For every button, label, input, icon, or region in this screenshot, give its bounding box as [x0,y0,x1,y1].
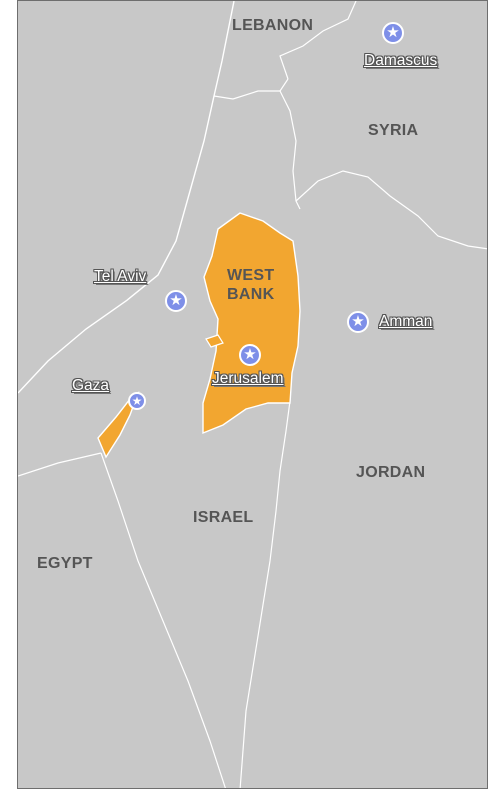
city-link-tel-aviv[interactable]: Tel Aviv [94,268,147,285]
border-syria-jordan [295,170,487,250]
border-lebanon-syria [279,1,357,80]
country-label-egypt: EGYPT [37,555,93,572]
damascus-star-icon[interactable]: ★ [382,22,404,44]
map-frame: LEBANON SYRIA WEST BANK JORDAN ISRAEL EG… [17,0,488,789]
city-link-gaza[interactable]: Gaza [72,377,110,394]
map-canvas[interactable] [18,1,488,789]
border-golan [279,90,301,210]
country-label-jordan: JORDAN [356,464,426,481]
country-label-west-bank: WEST BANK [227,267,275,303]
country-label-lebanon: LEBANON [232,17,314,34]
west-bank-shape [202,212,301,435]
city-link-damascus[interactable]: Damascus [364,52,438,69]
gaza-star-icon[interactable]: ★ [128,392,146,410]
tel-aviv-star-icon[interactable]: ★ [165,290,187,312]
country-label-syria: SYRIA [368,122,419,139]
city-link-amman[interactable]: Amman [379,313,433,330]
egypt-coast [18,452,102,477]
country-label-israel: ISRAEL [193,509,254,526]
amman-star-icon[interactable]: ★ [347,311,369,333]
border-egypt-israel [100,452,226,788]
border-lebanon-south [213,78,289,100]
jerusalem-star-icon[interactable]: ★ [239,344,261,366]
west-bank-notch [205,334,224,348]
city-link-jerusalem[interactable]: Jerusalem [212,370,284,387]
coastline [18,1,235,394]
